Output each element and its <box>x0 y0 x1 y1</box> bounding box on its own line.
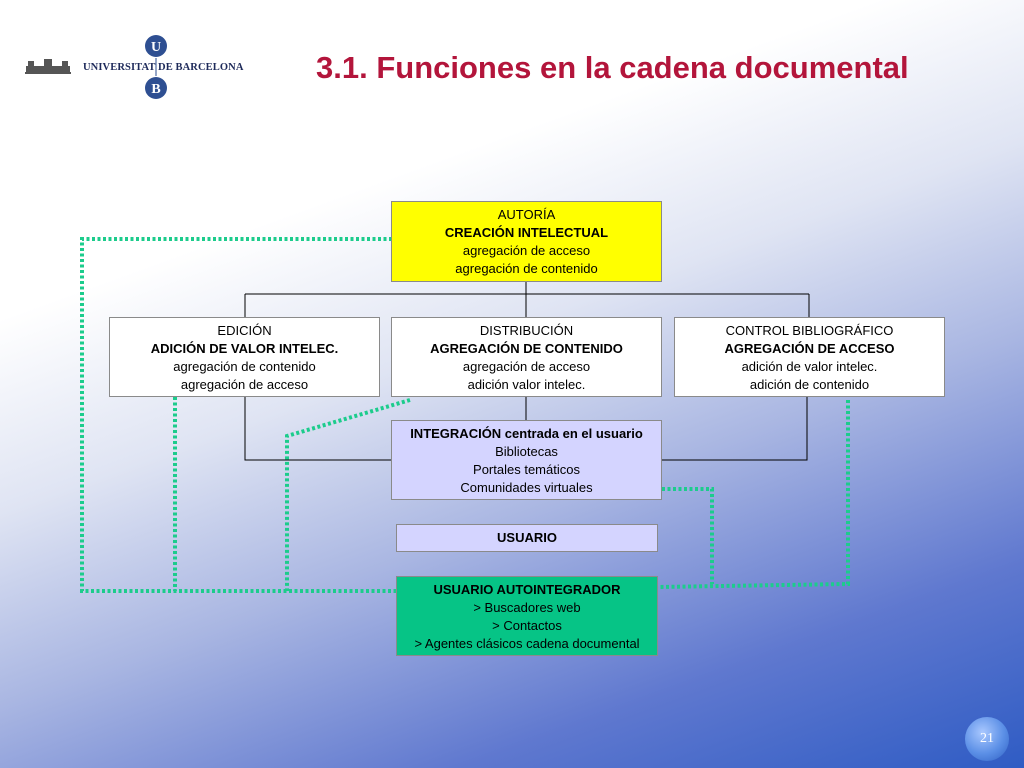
solid-connectors <box>244 281 810 461</box>
box-integracion-line: Bibliotecas <box>495 444 558 459</box>
box-autointegrador-title: USUARIO AUTOINTEGRADOR <box>433 582 621 597</box>
box-edicion-title: ADICIÓN DE VALOR INTELEC. <box>150 341 339 356</box>
box-control-line: adición de contenido <box>749 377 870 392</box>
box-control-line: adición de valor intelec. <box>741 359 878 374</box>
svg-text:B: B <box>151 82 160 97</box>
box-distribucion-title: AGREGACIÓN DE CONTENIDO <box>430 341 623 356</box>
box-integracion-line: Portales temáticos <box>473 462 580 477</box>
university-logo: U B <box>24 33 234 103</box>
svg-text:U: U <box>151 40 161 55</box>
box-autoria-title: CREACIÓN INTELECTUAL <box>444 225 609 240</box>
box-distribucion: DISTRIBUCIÓN AGREGACIÓN DE CONTENIDO agr… <box>391 317 662 397</box>
box-control-bibliografico: CONTROL BIBLIOGRÁFICO AGREGACIÓN DE ACCE… <box>674 317 945 397</box>
box-edicion: EDICIÓN ADICIÓN DE VALOR INTELEC. agrega… <box>109 317 380 397</box>
box-usuario-title: USUARIO <box>497 530 557 545</box>
box-distribucion-line: agregación de acceso <box>462 359 591 374</box>
box-edicion-line: agregación de contenido <box>173 359 316 374</box>
box-integracion-title: INTEGRACIÓN centrada en el usuario <box>410 426 643 441</box>
box-usuario-autointegrador: USUARIO AUTOINTEGRADOR > Buscadores web … <box>396 576 658 656</box>
box-integracion-line: Comunidades virtuales <box>460 480 593 495</box>
box-autoria-heading: AUTORÍA <box>497 207 556 222</box>
box-distribucion-line: adición valor intelec. <box>467 377 586 392</box>
page-title: 3.1. Funciones en la cadena documental <box>316 50 909 85</box>
box-autointegrador-line: > Contactos <box>492 618 562 633</box>
page-number-badge: 21 <box>965 717 1009 761</box>
box-autointegrador-line: > Agentes clásicos cadena documental <box>414 636 640 651</box>
university-seal-icon: U B <box>25 35 167 99</box>
box-integracion: INTEGRACIÓN centrada en el usuario Bibli… <box>391 420 662 500</box>
box-autoria-line: agregación de acceso <box>462 243 591 258</box>
box-autointegrador-line: > Buscadores web <box>473 600 581 615</box>
box-distribucion-heading: DISTRIBUCIÓN <box>479 323 574 338</box>
box-autoria: AUTORÍA CREACIÓN INTELECTUAL agregación … <box>391 201 662 282</box>
box-control-heading: CONTROL BIBLIOGRÁFICO <box>725 323 894 338</box>
box-edicion-heading: EDICIÓN <box>217 323 272 338</box>
box-control-title: AGREGACIÓN DE ACCESO <box>724 341 895 356</box>
dotted-connectors <box>80 237 850 593</box>
box-edicion-line: agregación de acceso <box>180 377 309 392</box>
university-name: UNIVERSITAT DE BARCELONA <box>83 62 244 73</box>
box-usuario: USUARIO <box>396 524 658 552</box>
box-autoria-line: agregación de contenido <box>455 261 598 276</box>
